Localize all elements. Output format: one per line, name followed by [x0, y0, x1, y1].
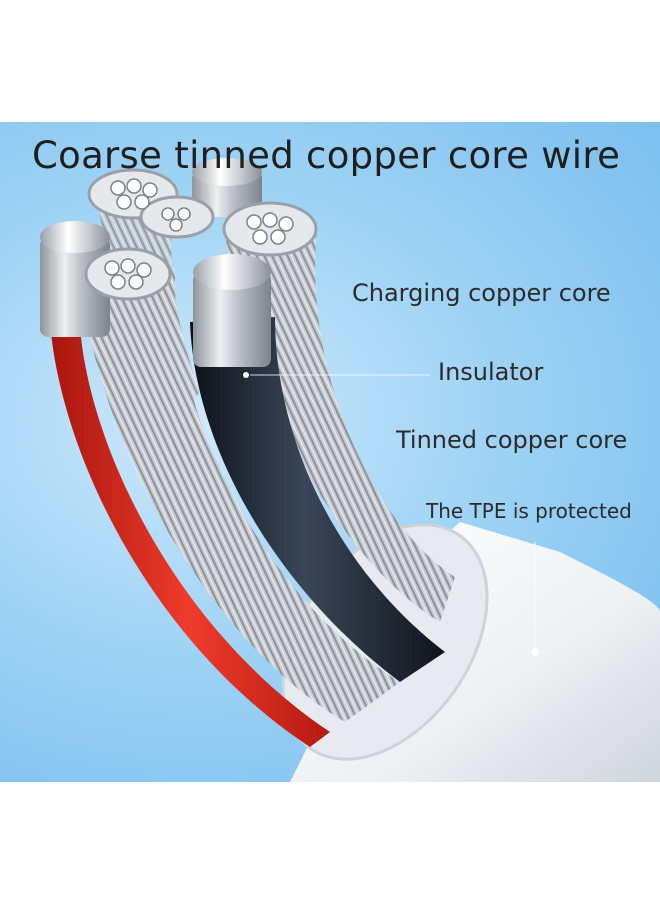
label-charging-copper-core: Charging copper core [352, 279, 611, 307]
charging-conductor-cap [193, 254, 271, 290]
tinned-strand-bundle [80, 267, 400, 722]
strand-end-faces [84, 168, 318, 301]
red-wire [50, 322, 330, 747]
leader-dot [531, 648, 539, 656]
black-insulated-wire [190, 317, 445, 682]
conductor-cap [40, 221, 110, 253]
charging-conductor [193, 272, 271, 367]
label-insulator: Insulator [438, 358, 544, 386]
label-tinned-copper-core: Tinned copper core [396, 426, 628, 454]
image-title: Coarse tinned copper core wire [32, 134, 621, 177]
cable-graphic [40, 158, 660, 782]
strand-bundle-small [95, 190, 200, 412]
rear-conductor-cap [192, 158, 262, 186]
highlight-dot [243, 372, 249, 378]
leader-lines [250, 374, 536, 652]
cable-illustration: Coarse tinned copper core wire Charging … [0, 122, 660, 782]
tinned-strand-bundle-back [225, 222, 455, 622]
label-tpe-protected: The TPE is protected [426, 499, 632, 523]
